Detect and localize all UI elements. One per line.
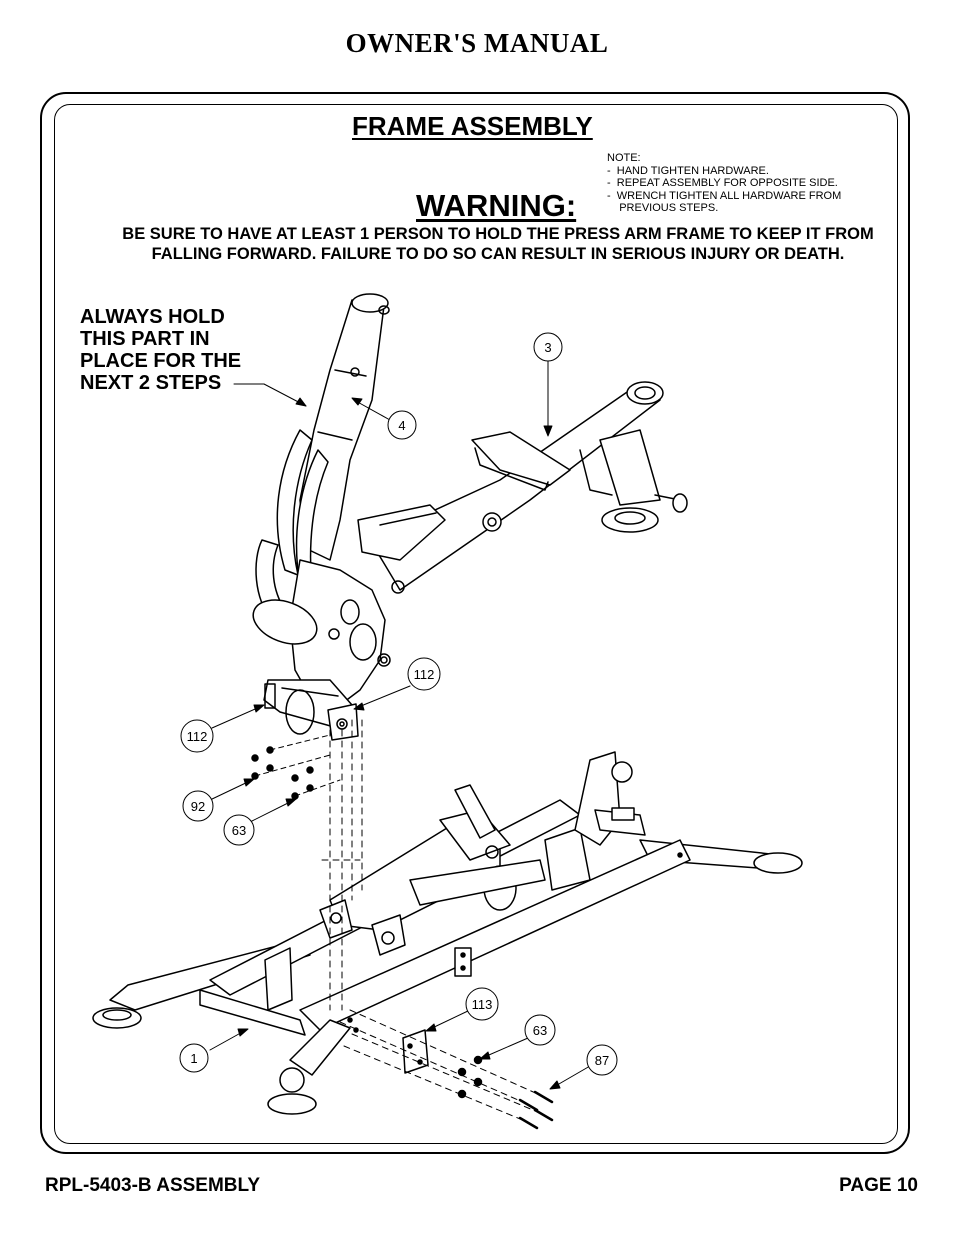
- callout-label: 1: [190, 1051, 197, 1066]
- section-title: FRAME ASSEMBLY: [352, 111, 593, 141]
- hold-note-line: NEXT 2 STEPS: [80, 372, 222, 394]
- page-frame-inner: [54, 104, 898, 1144]
- callout-92: 92: [182, 790, 214, 822]
- callout-label: 112: [187, 729, 208, 744]
- callout-label: 4: [398, 418, 405, 433]
- callout-63-upper: 63: [223, 814, 255, 846]
- base-frame-drawing: [92, 751, 803, 1115]
- upper-cross-frame-drawing: [357, 381, 688, 594]
- callout-label: 63: [232, 823, 246, 838]
- callout-label: 87: [595, 1053, 609, 1068]
- footer-model: RPL-5403-B ASSEMBLY: [45, 1175, 261, 1196]
- callout-1: 1: [179, 1043, 209, 1073]
- hold-part-note: ALWAYS HOLD THIS PART IN PLACE FOR THE N…: [80, 306, 241, 394]
- callouts: 3 4 112 112 92 63 113 63: [179, 332, 618, 1076]
- manual-title: OWNER'S MANUAL: [345, 28, 609, 58]
- frame-assembly-diagram: 3 4 112 112 92 63 113 63: [92, 293, 803, 1130]
- callout-label: 63: [533, 1023, 547, 1038]
- note-item: - WRENCH TIGHTEN ALL HARDWARE FROM: [607, 189, 842, 202]
- callout-4: 4: [387, 410, 417, 440]
- hold-note-line: THIS PART IN: [80, 328, 210, 350]
- callout-87: 87: [586, 1044, 618, 1076]
- note-item: PREVIOUS STEPS.: [607, 202, 719, 214]
- callout-label: 113: [472, 997, 493, 1012]
- note-item: - REPEAT ASSEMBLY FOR OPPOSITE SIDE.: [607, 177, 838, 189]
- callout-113: 113: [465, 987, 499, 1021]
- callout-112-right: 112: [407, 657, 441, 691]
- callout-112-left: 112: [180, 719, 214, 753]
- warning-title: WARNING:: [416, 188, 577, 223]
- callout-label: 3: [544, 340, 551, 355]
- footer-page-number: PAGE 10: [839, 1175, 918, 1196]
- leader-lines: [209, 359, 591, 1090]
- callout-label: 112: [414, 667, 435, 682]
- hardware-drawing: [251, 719, 554, 1130]
- page-frame-outer: [40, 92, 910, 1154]
- callout-label: 92: [191, 799, 205, 814]
- note-item: - HAND TIGHTEN HARDWARE.: [607, 164, 769, 177]
- callout-63-lower: 63: [524, 1014, 556, 1046]
- hold-note-line: ALWAYS HOLD: [80, 306, 225, 328]
- assembly-note: NOTE: - HAND TIGHTEN HARDWARE. - REPEAT …: [607, 152, 841, 215]
- callout-3: 3: [533, 332, 563, 362]
- hold-note-line: PLACE FOR THE: [80, 350, 242, 372]
- press-arm-drawing: [252, 293, 391, 741]
- warning-text: BE SURE TO HAVE AT LEAST 1 PERSON TO HOL…: [122, 225, 874, 263]
- note-heading: NOTE:: [607, 152, 641, 164]
